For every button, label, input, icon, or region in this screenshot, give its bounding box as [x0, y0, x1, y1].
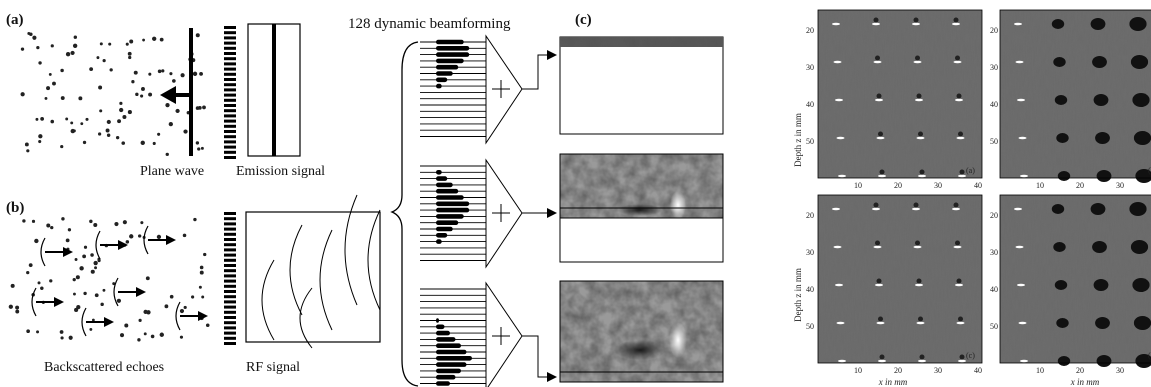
x-axis-label-right: x in mm	[1070, 377, 1100, 387]
y-tick-label: 50	[806, 322, 814, 331]
x-tick-label: 10	[854, 366, 862, 375]
x-tick-label: 20	[1076, 181, 1084, 190]
transducer-array-a	[224, 26, 236, 159]
rf-signal-box	[245, 211, 381, 343]
panel-tag: (c)	[966, 351, 975, 360]
y-tick-label: 30	[990, 248, 998, 257]
panel-tag: (d)	[1148, 351, 1151, 360]
x-tick-label: 10	[1036, 181, 1044, 190]
x-tick-label: 30	[934, 181, 942, 190]
y-tick-label: 20	[990, 211, 998, 220]
output-image-2	[559, 153, 724, 263]
panel-a-label: (a)	[6, 12, 24, 28]
transducer-array-b	[224, 212, 236, 345]
y-tick-label: 20	[806, 211, 814, 220]
y-tick-label: 30	[806, 248, 814, 257]
panel-b-label: (b)	[6, 200, 24, 216]
rf-arcs	[261, 194, 381, 349]
panel-c-label: (c)	[575, 12, 592, 28]
y-tick-label: 20	[990, 26, 998, 35]
y-tick-label: 40	[990, 100, 998, 109]
x-tick-label: 40	[974, 366, 982, 375]
backscattered-label: Backscattered echoes	[44, 360, 164, 375]
ultrasound-panel: (a)	[817, 9, 983, 179]
y-tick-label: 40	[806, 100, 814, 109]
y-tick-label: 50	[990, 322, 998, 331]
brace	[390, 41, 419, 387]
panel-tag: (b)	[1148, 166, 1151, 175]
y-tick-label: 30	[806, 63, 814, 72]
output-image-3	[559, 280, 724, 383]
y-axis-label-top: Depth z in mm	[793, 113, 803, 167]
beamforming-title: 128 dynamic beamforming	[348, 16, 511, 32]
ultrasound-panels: Depth z in mm Depth z in mm x in mm x in…	[793, 9, 1151, 387]
x-tick-label: 30	[1116, 366, 1124, 375]
output-image-1	[559, 36, 724, 135]
x-tick-label: 20	[1076, 366, 1084, 375]
echo-arrows	[31, 225, 208, 337]
y-tick-label: 40	[990, 285, 998, 294]
x-tick-label: 10	[854, 181, 862, 190]
x-tick-label: 30	[934, 366, 942, 375]
x-tick-label: 40	[974, 181, 982, 190]
y-tick-label: 50	[990, 137, 998, 146]
x-tick-label: 10	[1036, 366, 1044, 375]
panel-tag: (a)	[966, 166, 975, 175]
emission-signal-label: Emission signal	[236, 164, 325, 179]
plane-wave-label: Plane wave	[140, 164, 204, 179]
y-tick-label: 40	[806, 285, 814, 294]
y-axis-label-bottom: Depth z in mm	[793, 268, 803, 322]
beamforming-rows	[420, 34, 557, 387]
y-tick-label: 20	[806, 26, 814, 35]
ultrasound-panel: (c)	[817, 194, 983, 364]
rf-signal-label: RF signal	[246, 360, 300, 375]
plane-wave-arrow-icon	[160, 86, 176, 104]
y-tick-label: 30	[990, 63, 998, 72]
ultrasound-panel: (d)	[999, 194, 1151, 368]
x-tick-label: 30	[1116, 181, 1124, 190]
x-tick-label: 20	[894, 181, 902, 190]
x-tick-label: 20	[894, 366, 902, 375]
y-tick-label: 50	[806, 137, 814, 146]
diagram-left: (a) (b) 128 dynamic beamforming (c) Plan…	[6, 12, 724, 387]
ultrasound-panel: (b)	[999, 9, 1151, 183]
x-axis-label-left: x in mm	[878, 377, 908, 387]
